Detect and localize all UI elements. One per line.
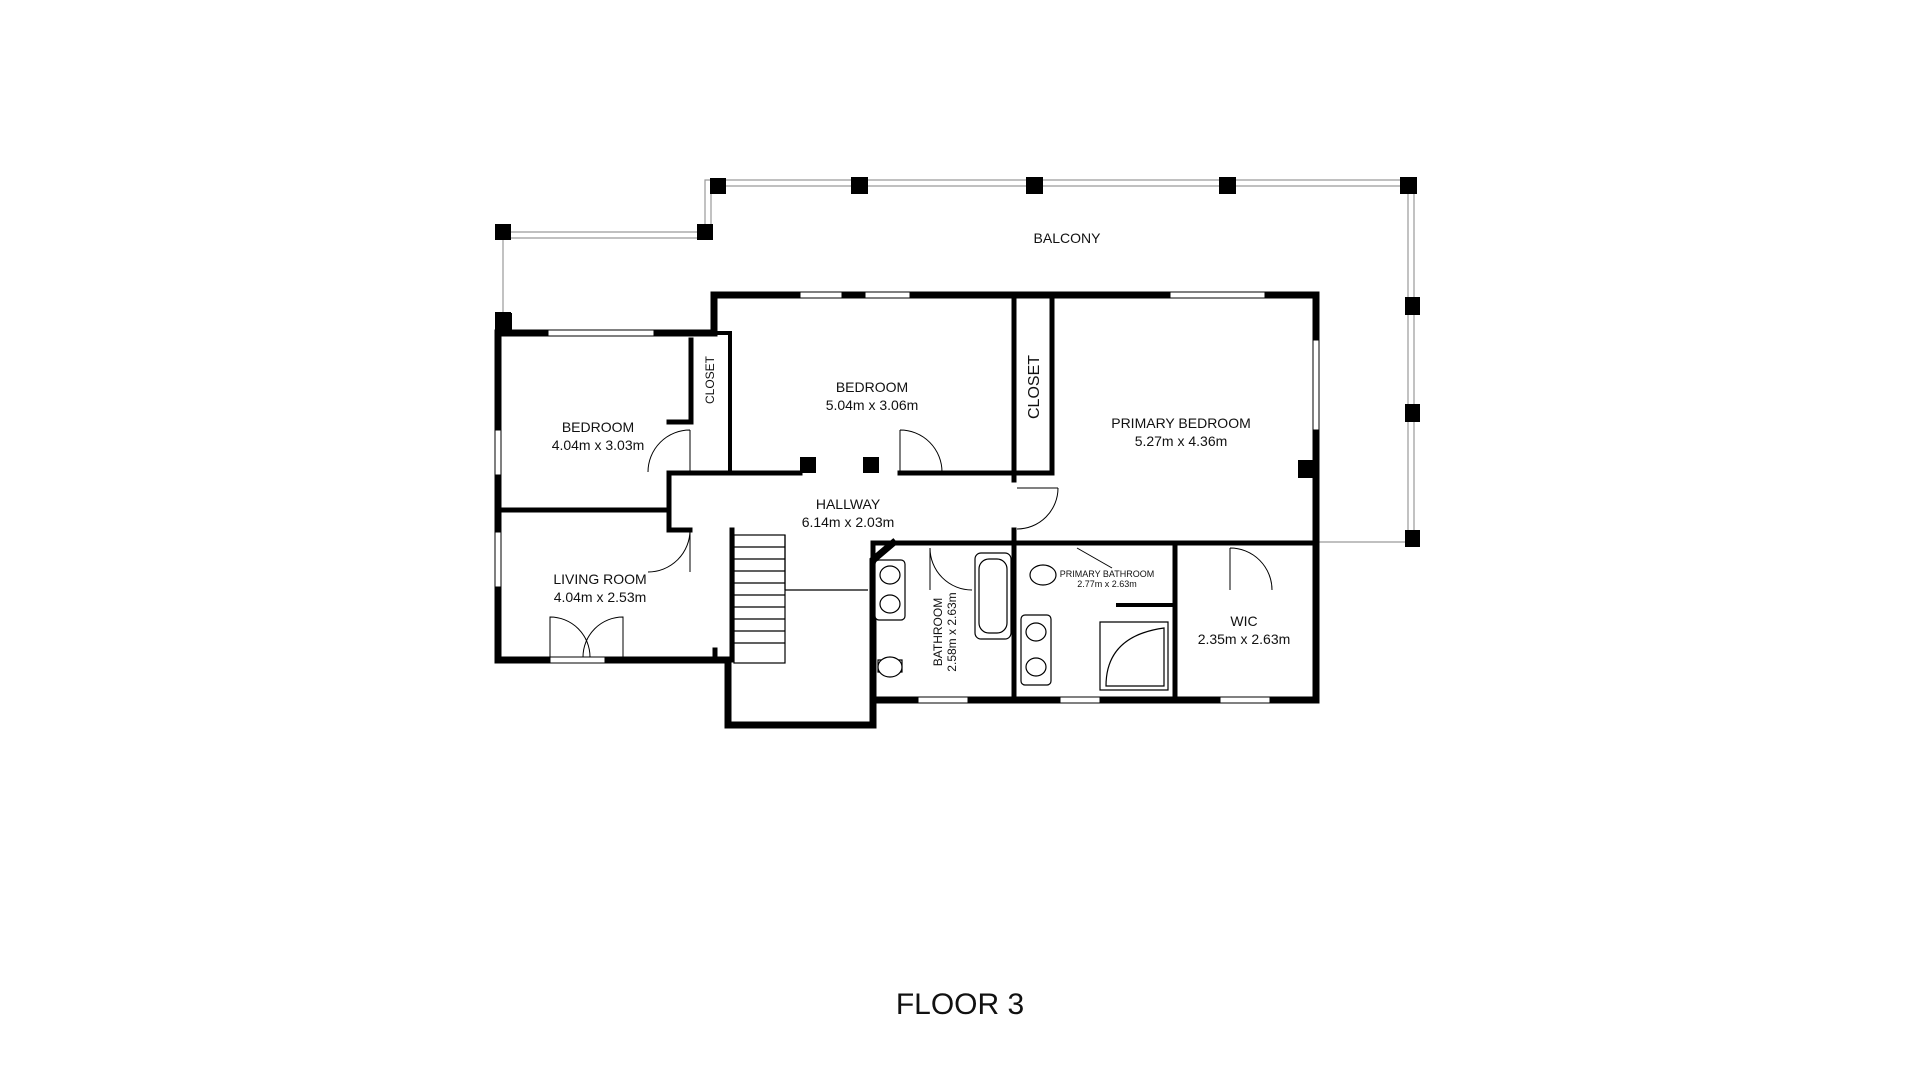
primary-bathroom-size: 2.77m x 2.63m [1077,579,1137,589]
wall-columns [498,313,1316,478]
living-room-label: LIVING ROOM [553,571,646,587]
closet-west-label: CLOSET [703,355,717,404]
wic-label: WIC [1230,613,1257,629]
stairs [733,534,868,664]
balcony-label: BALCONY [1034,230,1102,246]
floor-label: FLOOR 3 [896,988,1024,1021]
hallway-size: 6.14m x 2.03m [802,514,895,530]
door-swings [549,429,1273,660]
balcony-railing [502,179,1415,543]
bedroom-center-size: 5.04m x 3.06m [826,397,919,413]
bathroom-size: 2.58m x 2.63m [945,592,959,671]
bathroom-fixtures [874,552,1169,691]
living-room-size: 4.04m x 2.53m [554,589,647,605]
bedroom-center-label: BEDROOM [836,379,908,395]
bathroom-label: BATHROOM [931,598,945,666]
bedroom-west-size: 4.04m x 3.03m [552,437,645,453]
closet-center-label: CLOSET [1026,355,1043,419]
wic-size: 2.35m x 2.63m [1198,631,1291,647]
hallway-label: HALLWAY [816,496,881,512]
primary-bedroom-size: 5.27m x 4.36m [1135,433,1228,449]
primary-bedroom-label: PRIMARY BEDROOM [1111,415,1251,431]
bedroom-west-label: BEDROOM [562,419,634,435]
interior-walls [497,297,1319,703]
primary-bathroom-label: PRIMARY BATHROOM [1060,569,1155,579]
windows [494,291,1320,704]
